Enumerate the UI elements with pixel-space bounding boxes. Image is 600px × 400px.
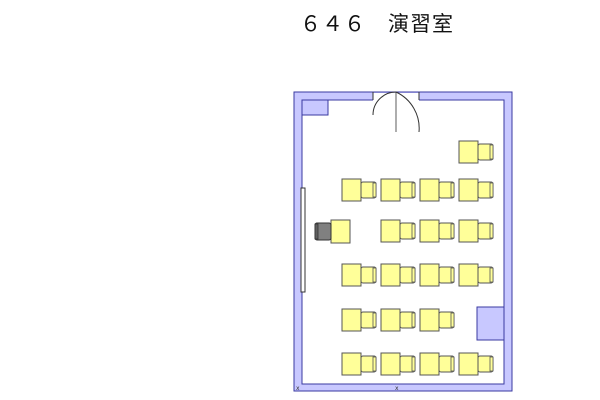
chair-back xyxy=(489,267,494,283)
chair-back xyxy=(411,312,416,328)
chair-back xyxy=(372,182,377,198)
chair-back xyxy=(450,182,455,198)
student-seat xyxy=(341,352,377,376)
chair-back xyxy=(489,356,494,372)
chair-back xyxy=(489,144,494,160)
student-seat xyxy=(458,352,494,376)
student-desk xyxy=(341,263,362,287)
corner-block-top-left xyxy=(301,99,329,116)
outer-wall xyxy=(293,91,513,392)
wall-marker-left: x xyxy=(296,385,300,392)
student-seat xyxy=(458,219,494,243)
student-desk xyxy=(458,263,479,287)
student-desk xyxy=(458,219,479,243)
teacher-chair-back xyxy=(314,223,319,240)
teacher-desk xyxy=(330,219,351,244)
chair-back xyxy=(450,356,455,372)
student-desk xyxy=(380,352,401,376)
student-desk xyxy=(341,352,362,376)
chair-back xyxy=(372,356,377,372)
chair-back xyxy=(450,223,455,239)
furniture-layer xyxy=(314,140,494,376)
student-seat xyxy=(380,263,416,287)
chair-back xyxy=(450,312,455,328)
student-desk xyxy=(458,352,479,376)
student-desk xyxy=(419,178,440,202)
student-seat xyxy=(419,178,455,202)
student-seat xyxy=(419,352,455,376)
student-seat xyxy=(419,308,455,332)
student-desk xyxy=(380,178,401,202)
chair-back xyxy=(411,223,416,239)
student-seat xyxy=(380,308,416,332)
chair-back xyxy=(489,223,494,239)
student-seat xyxy=(419,263,455,287)
student-desk xyxy=(419,308,440,332)
student-desk xyxy=(341,178,362,202)
student-seat xyxy=(341,263,377,287)
student-desk xyxy=(458,140,479,164)
student-seat xyxy=(458,263,494,287)
student-desk xyxy=(341,308,362,332)
student-seat xyxy=(341,178,377,202)
chair-back xyxy=(372,312,377,328)
student-desk xyxy=(380,308,401,332)
student-desk xyxy=(419,219,440,243)
student-seat xyxy=(341,308,377,332)
student-seat xyxy=(380,178,416,202)
corner-block-bottom-right xyxy=(476,306,505,341)
door-swing-left xyxy=(372,91,397,116)
student-desk xyxy=(458,178,479,202)
student-desk xyxy=(380,263,401,287)
chair-back xyxy=(411,182,416,198)
chair-back xyxy=(411,356,416,372)
student-seat xyxy=(458,140,494,164)
student-seat xyxy=(419,219,455,243)
student-desk xyxy=(419,263,440,287)
student-seat xyxy=(380,219,416,243)
chair-back xyxy=(450,267,455,283)
chair-back xyxy=(372,267,377,283)
room-title: ６４６ 演習室 xyxy=(300,12,454,36)
wall-marker-center: x xyxy=(395,385,399,392)
student-desk xyxy=(419,352,440,376)
teacher-seat xyxy=(314,219,351,244)
door-swing-right xyxy=(395,91,420,133)
student-desk xyxy=(380,219,401,243)
student-seat xyxy=(380,352,416,376)
chair-back xyxy=(411,267,416,283)
whiteboard xyxy=(300,187,306,293)
chair-back xyxy=(489,182,494,198)
student-seat xyxy=(458,178,494,202)
